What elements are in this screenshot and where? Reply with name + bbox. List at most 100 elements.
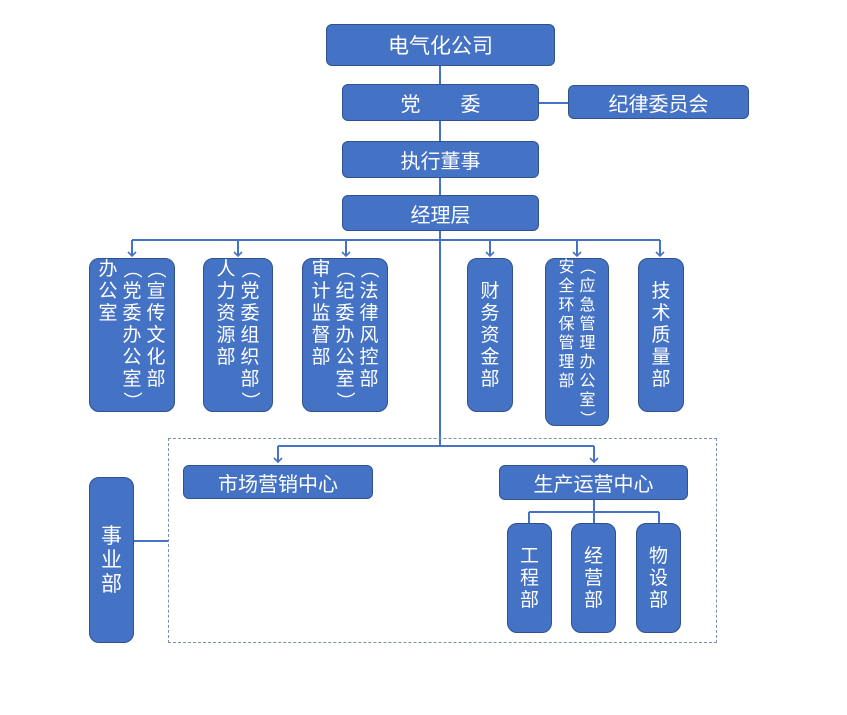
vertical-text-column: （法律风控部	[358, 258, 380, 412]
vertical-char: 办	[98, 258, 118, 280]
party-committee-box[interactable]: 党 委	[342, 84, 539, 121]
vertical-char: （	[121, 259, 143, 279]
vertical-char: 部	[648, 589, 668, 611]
department-safety-environment[interactable]: （应急管理办公室）安全环保管理部	[545, 257, 609, 428]
vertical-char: 部	[558, 370, 575, 390]
vertical-char: 经	[583, 545, 603, 567]
vertical-char: 人	[216, 258, 236, 280]
vertical-char: ）	[121, 391, 143, 411]
vertical-char: 物	[648, 545, 668, 567]
vertical-char: 保	[558, 313, 575, 333]
vertical-char: 公	[335, 346, 355, 368]
vertical-text-column: （宣传文化部	[145, 258, 167, 412]
marketing-center-box[interactable]: 市场营销中心	[183, 465, 373, 499]
vertical-char: 控	[359, 346, 379, 368]
business-division-box[interactable]: 事业部	[89, 477, 134, 643]
vertical-text: （应急管理办公室）安全环保管理部	[557, 257, 597, 428]
vertical-char: 部	[583, 589, 603, 611]
vertical-text: 物设部	[648, 545, 670, 611]
vertical-char: 文	[146, 324, 166, 346]
vertical-char: 务	[480, 302, 500, 324]
vertical-char: 部	[146, 368, 166, 390]
vertical-text: 财务资金部	[479, 280, 501, 390]
vertical-char: 部	[359, 368, 379, 390]
manager-layer-box[interactable]: 经理层	[342, 195, 539, 231]
vertical-text: 技术质量部	[650, 280, 672, 390]
vertical-char: 环	[558, 294, 575, 314]
vertical-char: ）	[578, 409, 597, 426]
vertical-text: （宣传文化部（党委办公室）办公室	[97, 258, 167, 412]
vertical-char: 部	[480, 368, 500, 390]
vertical-text-column: 经营部	[583, 545, 605, 611]
vertical-char: 室	[122, 368, 142, 390]
vertical-char: 宣	[146, 280, 166, 302]
vertical-char: 质	[651, 324, 671, 346]
vertical-char: 管	[579, 313, 596, 333]
vertical-char: 化	[146, 346, 166, 368]
vertical-char: 风	[359, 324, 379, 346]
vertical-char: 党	[240, 280, 260, 302]
vertical-char: 党	[122, 280, 142, 302]
vertical-text-column: （党委办公室）	[121, 258, 143, 412]
vertical-char: 室	[335, 368, 355, 390]
subunit-engineering[interactable]: 工程部	[507, 523, 552, 633]
vertical-char: 审	[311, 258, 331, 280]
business-division-scope	[168, 438, 717, 643]
vertical-char: 部	[651, 368, 671, 390]
vertical-char: ）	[239, 391, 261, 411]
department-finance[interactable]: 财务资金部	[467, 258, 513, 412]
executive-director-box[interactable]: 执行董事	[342, 141, 539, 178]
vertical-char: （	[334, 259, 356, 279]
discipline-committee-box[interactable]: 纪律委员会	[568, 85, 749, 119]
vertical-char: 金	[480, 346, 500, 368]
vertical-char: 室	[98, 302, 118, 324]
production-center-box[interactable]: 生产运营中心	[499, 465, 688, 500]
vertical-char: 传	[146, 302, 166, 324]
vertical-text-column: 审计监督部	[310, 258, 332, 412]
vertical-text-column: 物设部	[648, 545, 670, 611]
vertical-char: 纪	[335, 280, 355, 302]
vertical-char: 办	[335, 324, 355, 346]
vertical-char: 织	[240, 346, 260, 368]
vertical-text-column: （党委组织部）	[239, 258, 261, 412]
vertical-char: 力	[216, 280, 236, 302]
department-human-resources[interactable]: （党委组织部）人力资源部	[203, 258, 273, 412]
vertical-char: 监	[311, 302, 331, 324]
company-root-box[interactable]: 电气化公司	[326, 24, 555, 66]
vertical-text: （法律风控部（纪委办公室）审计监督部	[310, 258, 380, 412]
vertical-char: 源	[216, 324, 236, 346]
vertical-char: 计	[311, 280, 331, 302]
vertical-text-column: 事业部	[100, 524, 124, 596]
vertical-text: （党委组织部）人力资源部	[215, 258, 261, 412]
vertical-char: 法	[359, 280, 379, 302]
vertical-char: 办	[122, 324, 142, 346]
vertical-char: 律	[359, 302, 379, 324]
vertical-text: 事业部	[100, 524, 124, 596]
department-publicity-office[interactable]: （宣传文化部（党委办公室）办公室	[89, 258, 175, 412]
vertical-char: 程	[519, 567, 539, 589]
vertical-char: 部	[101, 572, 122, 596]
vertical-char: 理	[579, 332, 596, 352]
vertical-char: 安	[558, 256, 575, 276]
vertical-char: 术	[651, 302, 671, 324]
vertical-char: 技	[651, 280, 671, 302]
vertical-char: 理	[558, 351, 575, 371]
subunit-materials-equipment[interactable]: 物设部	[636, 523, 681, 633]
vertical-char: 量	[651, 346, 671, 368]
vertical-char: 管	[558, 332, 575, 352]
vertical-char: 部	[240, 368, 260, 390]
vertical-text-column: 财务资金部	[479, 280, 501, 390]
vertical-text-column: 人力资源部	[215, 258, 237, 412]
vertical-char: （	[578, 257, 597, 274]
vertical-char: （	[145, 259, 167, 279]
vertical-char: （	[358, 259, 380, 279]
subunit-operations[interactable]: 经营部	[571, 523, 616, 633]
vertical-text-column: 工程部	[519, 545, 541, 611]
department-audit-supervision[interactable]: （法律风控部（纪委办公室）审计监督部	[302, 258, 388, 412]
vertical-char: 部	[216, 346, 236, 368]
vertical-char: 部	[311, 346, 331, 368]
vertical-char: 公	[579, 370, 596, 390]
department-technical-quality[interactable]: 技术质量部	[638, 258, 684, 412]
vertical-char: 事	[101, 524, 122, 548]
vertical-char: 设	[648, 567, 668, 589]
